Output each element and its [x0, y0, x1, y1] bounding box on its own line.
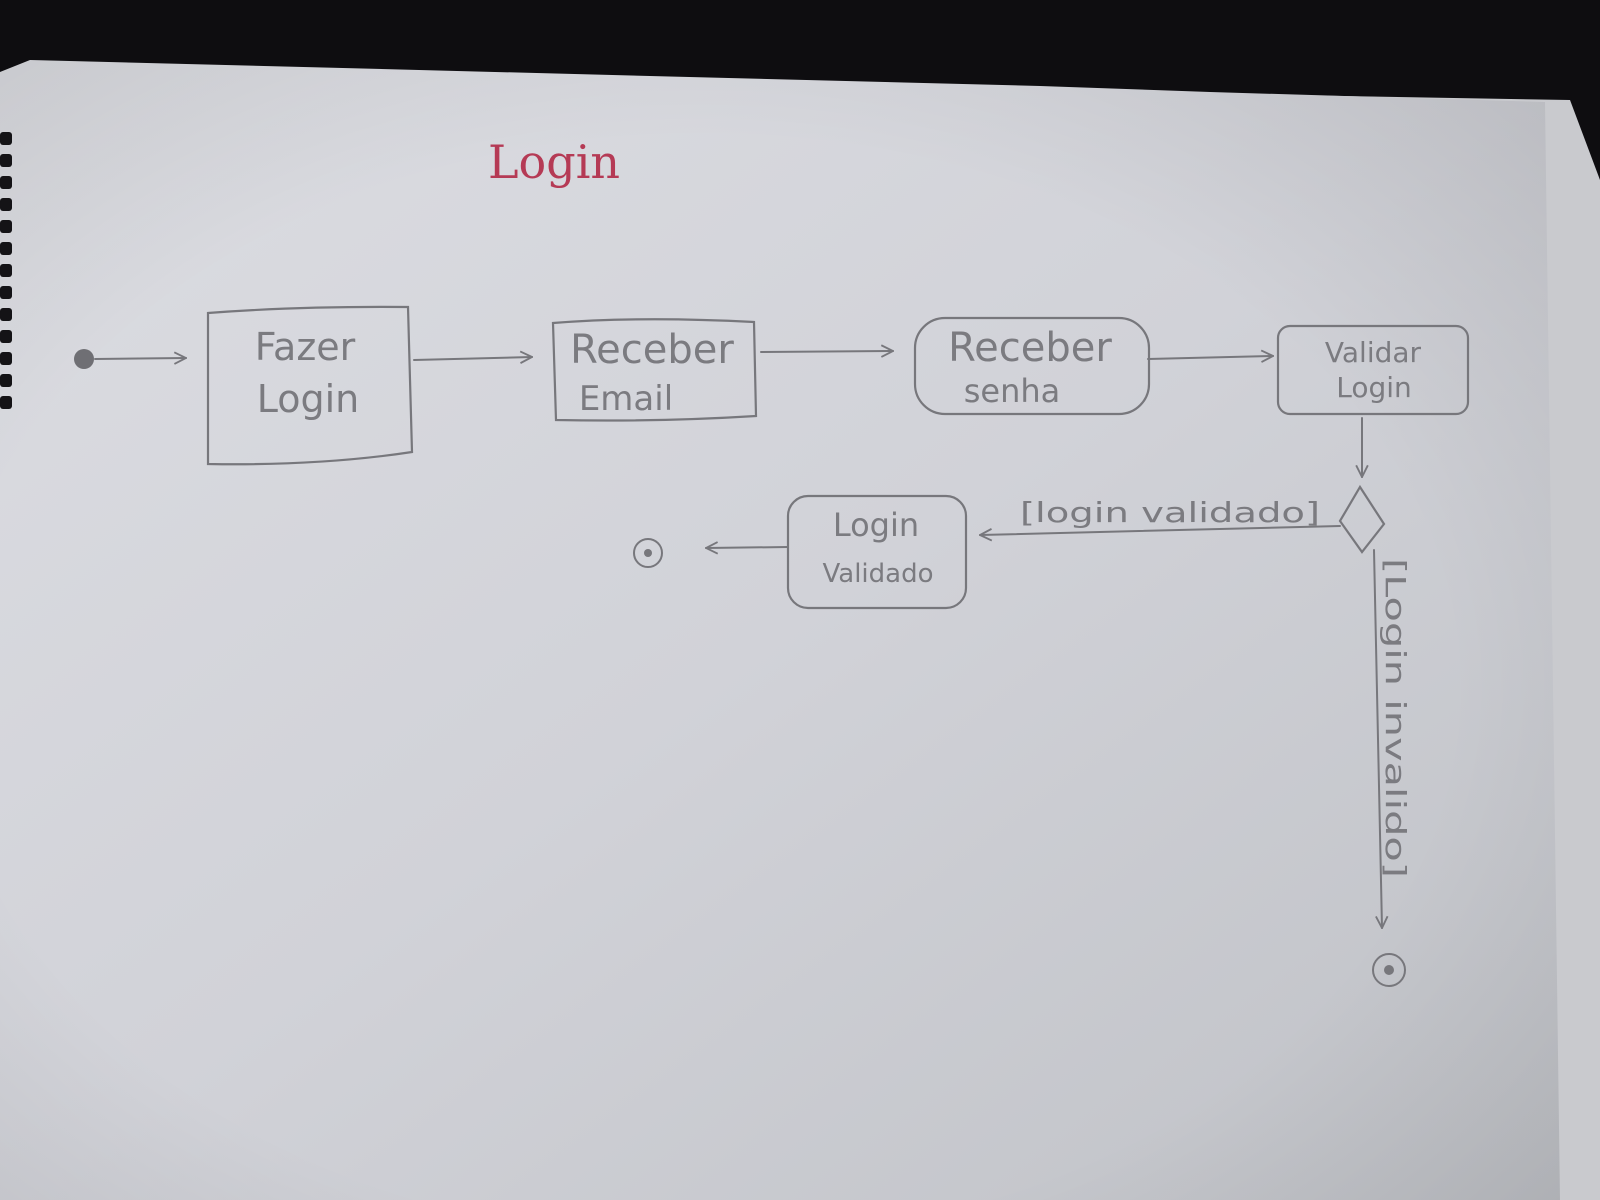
- node-receber-email-line1: Receber: [570, 327, 734, 373]
- node-box-receber-senha: [913, 316, 1151, 416]
- node-box-receber-email: [551, 318, 758, 422]
- transition-senha-to-validar: [1147, 356, 1273, 359]
- node-fazer-login-line2: Login: [257, 377, 360, 421]
- decision-node: [1338, 484, 1386, 554]
- diagram-title: Login: [488, 135, 620, 189]
- transition-fazer-to-email: [413, 357, 532, 360]
- node-login-validado-line1: Login: [833, 506, 919, 544]
- binding-hole: [0, 198, 12, 211]
- transition-decision-to-final-invalid: [1373, 549, 1382, 928]
- transition-decision-to-validado: [980, 525, 1341, 535]
- node-login-validado-line2: Validado: [823, 559, 934, 589]
- transition-start-to-fazer-login: [94, 358, 186, 359]
- binding-hole: [0, 132, 12, 145]
- node-receber-senha-line1: Receber: [948, 325, 1112, 371]
- binding-hole: [0, 286, 12, 299]
- binding-hole: [0, 374, 12, 387]
- node-box-login-validado: [786, 494, 968, 610]
- guard-login-validado: [login validado]: [1020, 496, 1320, 529]
- node-box-fazer-login: [206, 305, 414, 466]
- binding-hole: [0, 220, 12, 233]
- binding-hole: [0, 308, 12, 321]
- binding-hole: [0, 242, 12, 255]
- final-node-invalido: [1372, 953, 1406, 987]
- node-validar-login-line1: Validar: [1325, 336, 1422, 369]
- binding-hole: [0, 264, 12, 277]
- node-validar-login-line2: Login: [1336, 371, 1412, 404]
- guard-login-invalido: [Login invalido]: [1379, 558, 1412, 878]
- node-fazer-login-line1: Fazer: [255, 325, 356, 369]
- node-receber-email-line2: Email: [579, 379, 673, 419]
- binding-hole: [0, 330, 12, 343]
- binding-hole: [0, 176, 12, 189]
- initial-node: [74, 349, 94, 369]
- final-node-validado: [633, 538, 663, 568]
- transition-validado-to-final: [706, 547, 789, 548]
- spiral-binding: [0, 132, 12, 409]
- transition-email-to-senha: [760, 351, 893, 352]
- node-receber-senha-line2: senha: [964, 372, 1061, 410]
- binding-hole: [0, 352, 12, 365]
- binding-hole: [0, 396, 12, 409]
- binding-hole: [0, 154, 12, 167]
- node-box-validar-login: [1276, 324, 1470, 416]
